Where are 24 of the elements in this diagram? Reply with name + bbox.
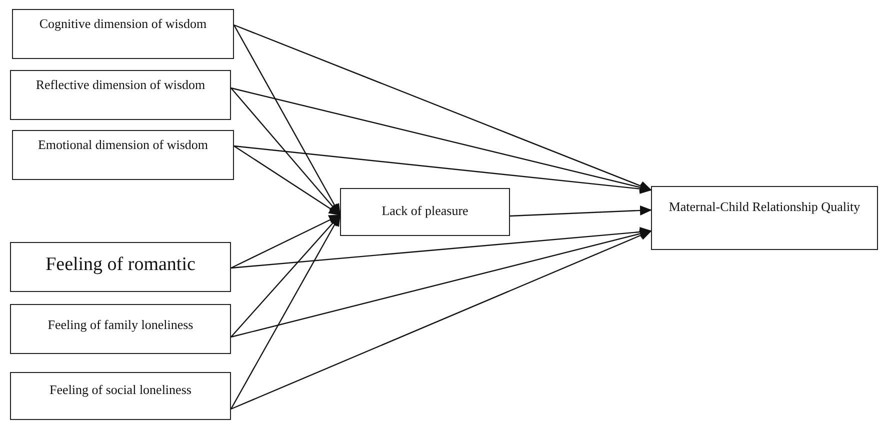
- box-label: Feeling of romantic: [46, 254, 196, 277]
- variable-box: [10, 70, 231, 120]
- arrow: [234, 146, 341, 216]
- variable-box: [10, 372, 231, 420]
- box-label: Emotional dimension of wisdom: [38, 137, 208, 153]
- arrow: [230, 226, 652, 269]
- mediator-box: [340, 188, 510, 236]
- arrow: [234, 24, 652, 191]
- arrow: [230, 230, 652, 410]
- box-label: Maternal-Child Relationship Quality: [668, 199, 860, 215]
- box-label: Lack of pleasure: [382, 203, 468, 219]
- box-label: Feeling of social loneliness: [50, 382, 192, 398]
- arrow: [234, 145, 652, 194]
- arrow: [230, 214, 341, 269]
- variable-box: [12, 9, 234, 59]
- variable-box: [10, 242, 231, 292]
- arrow: [510, 205, 652, 217]
- box-label: Reflective dimension of wisdom: [36, 77, 206, 93]
- variable-box: [12, 130, 234, 180]
- outcome-box: [651, 186, 878, 250]
- box-label: Cognitive dimension of wisdom: [39, 16, 207, 32]
- variable-box: [10, 304, 231, 354]
- arrow: [230, 87, 652, 192]
- box-label: Feeling of family loneliness: [48, 317, 194, 333]
